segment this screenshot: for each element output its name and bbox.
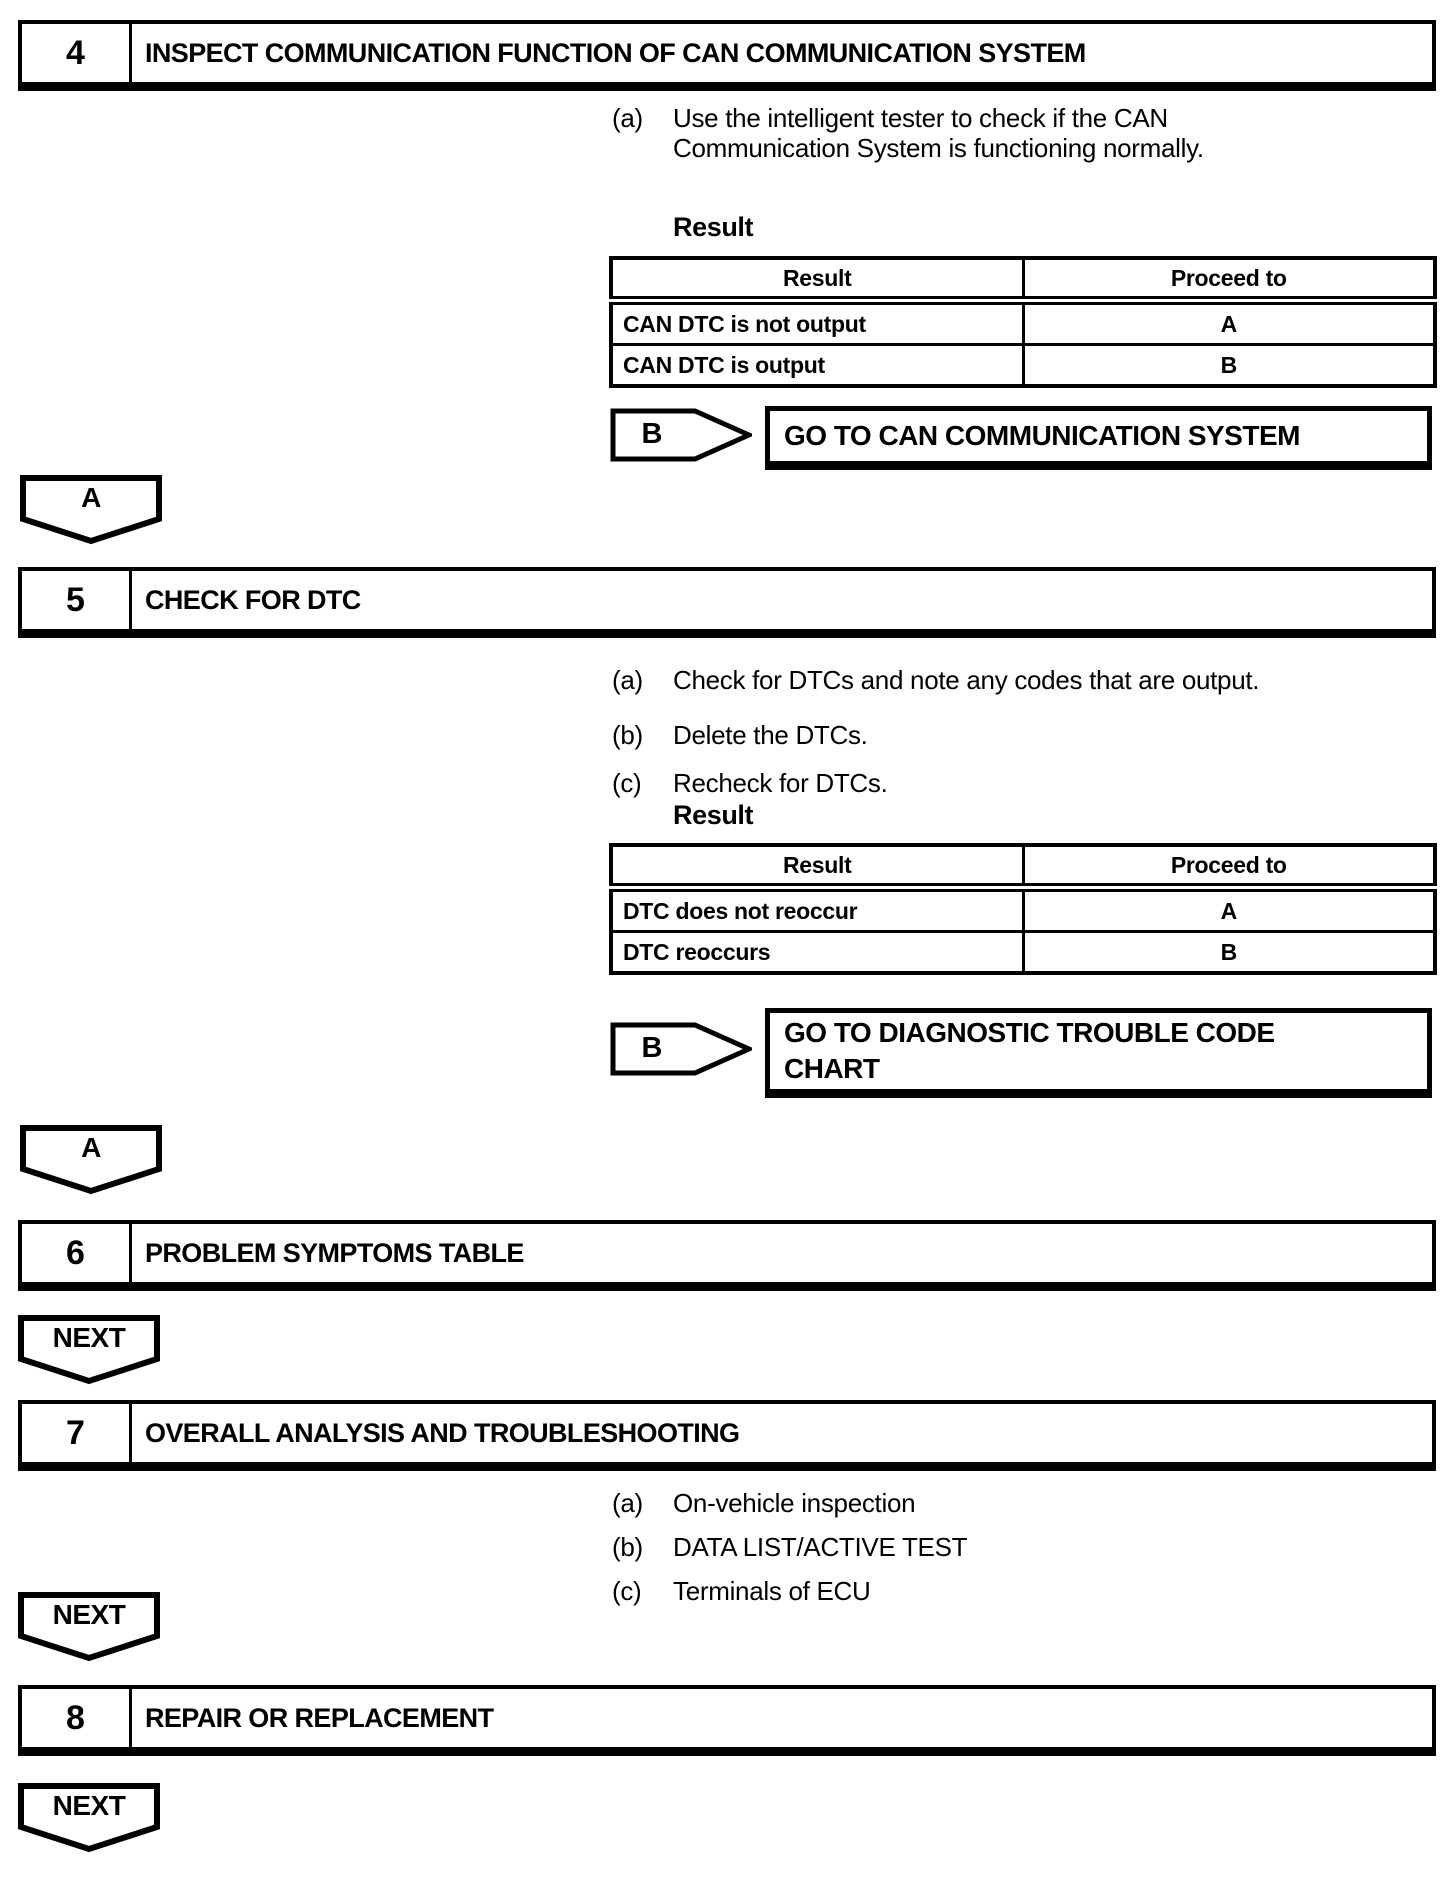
table-row: DTC does not reoccur A (609, 886, 1437, 933)
proceed-to-column-header: Proceed to (1021, 843, 1437, 892)
step-8-title: REPAIR OR REPLACEMENT (145, 1702, 494, 1733)
result-cell: DTC does not reoccur (609, 886, 1025, 933)
step-7-title: OVERALL ANALYSIS AND TROUBLESHOOTING (145, 1417, 740, 1448)
goto-box: GO TO DIAGNOSTIC TROUBLE CODE CHART (765, 1008, 1432, 1098)
result-column-header: Result (609, 843, 1025, 892)
connector-a: A (20, 475, 162, 545)
table-row: CAN DTC is output B (609, 343, 1437, 388)
list-item: (b) DATA LIST/ACTIVE TEST (612, 1532, 968, 1563)
connector-a-label: A (81, 482, 101, 513)
goto-label-line2: CHART (784, 1053, 880, 1084)
step-6-header-box: 6 PROBLEM SYMPTOMS TABLE (18, 1220, 1436, 1291)
connector-next-label: NEXT (52, 1322, 126, 1353)
list-item: (a) On-vehicle inspection (612, 1488, 916, 1519)
table-header-row: Result Proceed to (609, 256, 1437, 305)
list-item-marker: (a) (612, 103, 643, 133)
connector-next-label: NEXT (52, 1790, 126, 1821)
step-5-header-box: 5 CHECK FOR DTC (18, 567, 1436, 638)
step-5-number: 5 (22, 571, 132, 629)
list-item-marker: (c) (612, 1576, 642, 1606)
result-heading: Result (673, 800, 754, 830)
step-8-number: 8 (22, 1689, 132, 1747)
list-item-text-continuation: Communication System is functioning norm… (673, 133, 1204, 163)
connector-next: NEXT (18, 1783, 160, 1853)
list-item: (c) Terminals of ECU (612, 1576, 871, 1607)
connector-b-label: B (641, 418, 663, 450)
list-item-text: Use the intelligent tester to check if t… (673, 103, 1168, 133)
goto-box: GO TO CAN COMMUNICATION SYSTEM (765, 406, 1432, 470)
list-item-marker: (b) (612, 1532, 643, 1562)
goto-label-line1: GO TO DIAGNOSTIC TROUBLE CODE (784, 1017, 1275, 1048)
step-4-number: 4 (22, 24, 132, 82)
connector-b-label: B (641, 1032, 663, 1064)
step-6-title: PROBLEM SYMPTOMS TABLE (145, 1237, 524, 1268)
proceed-to-cell: A (1021, 299, 1437, 346)
list-item: (b) Delete the DTCs. (612, 720, 868, 751)
table-row: CAN DTC is not output A (609, 299, 1437, 346)
connector-b: B (610, 408, 752, 462)
step-5-title: CHECK FOR DTC (145, 584, 361, 615)
result-cell: CAN DTC is not output (609, 299, 1025, 346)
list-item-marker: (c) (612, 768, 642, 798)
connector-next: NEXT (18, 1315, 160, 1385)
step-6-number: 6 (22, 1224, 132, 1282)
list-item-marker: (a) (612, 1488, 643, 1518)
connector-next-label: NEXT (52, 1599, 126, 1630)
connector-next: NEXT (18, 1592, 160, 1662)
proceed-to-cell: A (1021, 886, 1437, 933)
list-item-text: Delete the DTCs. (673, 720, 868, 750)
result-column-header: Result (609, 256, 1025, 305)
list-item: (c) Recheck for DTCs. (612, 768, 888, 799)
arrow-right-icon (610, 408, 752, 462)
step-8-header-box: 8 REPAIR OR REPLACEMENT (18, 1685, 1436, 1756)
result-heading: Result (673, 212, 754, 242)
list-item: (a) Check for DTCs and note any codes tha… (612, 665, 1260, 696)
list-item-text: Recheck for DTCs. (673, 768, 888, 798)
arrow-down-icon (20, 1125, 162, 1195)
list-item-text: Terminals of ECU (673, 1576, 871, 1606)
connector-b: B (610, 1022, 752, 1076)
proceed-to-column-header: Proceed to (1021, 256, 1437, 305)
connector-a-label: A (81, 1132, 101, 1163)
step-7-header-box: 7 OVERALL ANALYSIS AND TROUBLESHOOTING (18, 1400, 1436, 1471)
proceed-to-cell: B (1021, 930, 1437, 975)
connector-a: A (20, 1125, 162, 1195)
arrow-right-icon (610, 1022, 752, 1076)
result-table: Result Proceed to DTC does not reoccur A… (609, 843, 1437, 975)
result-cell: DTC reoccurs (609, 930, 1025, 975)
step-4-header-box: 4 INSPECT COMMUNICATION FUNCTION OF CAN … (18, 20, 1436, 91)
list-item-text: On-vehicle inspection (673, 1488, 916, 1518)
list-item-text: Check for DTCs and note any codes that a… (673, 665, 1260, 695)
result-cell: CAN DTC is output (609, 343, 1025, 388)
arrow-down-icon (20, 475, 162, 545)
table-header-row: Result Proceed to (609, 843, 1437, 892)
proceed-to-cell: B (1021, 343, 1437, 388)
arrow-down-icon (18, 1592, 160, 1662)
result-table: Result Proceed to CAN DTC is not output … (609, 256, 1437, 388)
table-row: DTC reoccurs B (609, 930, 1437, 975)
list-item: (a) Use the intelligent tester to check i… (612, 103, 1168, 134)
list-item-marker: (a) (612, 665, 643, 695)
step-7-number: 7 (22, 1404, 132, 1462)
list-item-marker: (b) (612, 720, 643, 750)
step-4-title: INSPECT COMMUNICATION FUNCTION OF CAN CO… (145, 37, 1086, 68)
arrow-down-icon (18, 1315, 160, 1385)
list-item-text: DATA LIST/ACTIVE TEST (673, 1532, 968, 1562)
goto-label: GO TO CAN COMMUNICATION SYSTEM (784, 420, 1300, 451)
arrow-down-icon (18, 1783, 160, 1853)
